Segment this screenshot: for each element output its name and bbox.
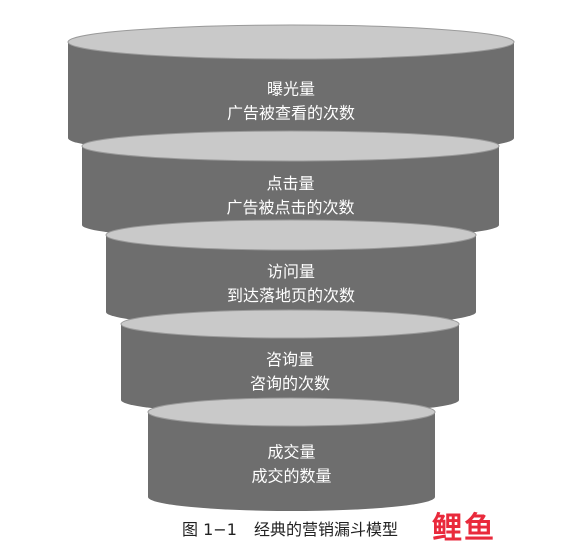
brand-watermark-logo: 鲤鱼 bbox=[432, 503, 580, 551]
tier-body bbox=[68, 42, 514, 155]
tier-title: 点击量 bbox=[266, 174, 314, 193]
tier-body bbox=[148, 412, 435, 511]
tier-title: 访问量 bbox=[267, 262, 315, 281]
tier-description: 成交的数量 bbox=[251, 467, 331, 486]
tier-description: 广告被查看的次数 bbox=[227, 104, 355, 123]
tier-title: 咨询量 bbox=[266, 350, 314, 369]
figure-number: 图 1−1 bbox=[182, 520, 237, 539]
tier-description: 咨询的次数 bbox=[250, 374, 330, 393]
tier-body bbox=[121, 324, 459, 414]
watermark-text: 鲤鱼 bbox=[432, 511, 496, 546]
tier-top bbox=[120, 309, 460, 339]
tier-top bbox=[81, 130, 500, 162]
figure-title: 经典的营销漏斗模型 bbox=[253, 520, 398, 539]
tier-description: 广告被点击的次数 bbox=[226, 198, 354, 217]
tier-top bbox=[147, 397, 436, 427]
tier-description: 到达落地页的次数 bbox=[227, 286, 355, 305]
tier-body bbox=[82, 146, 499, 240]
tier-title: 曝光量 bbox=[267, 80, 315, 99]
tier-body bbox=[106, 235, 476, 327]
figure-caption: 图 1−1 经典的营销漏斗模型 bbox=[0, 516, 580, 540]
tier-top bbox=[105, 219, 477, 251]
tier-top bbox=[67, 24, 515, 60]
tier-title: 成交量 bbox=[267, 443, 315, 462]
